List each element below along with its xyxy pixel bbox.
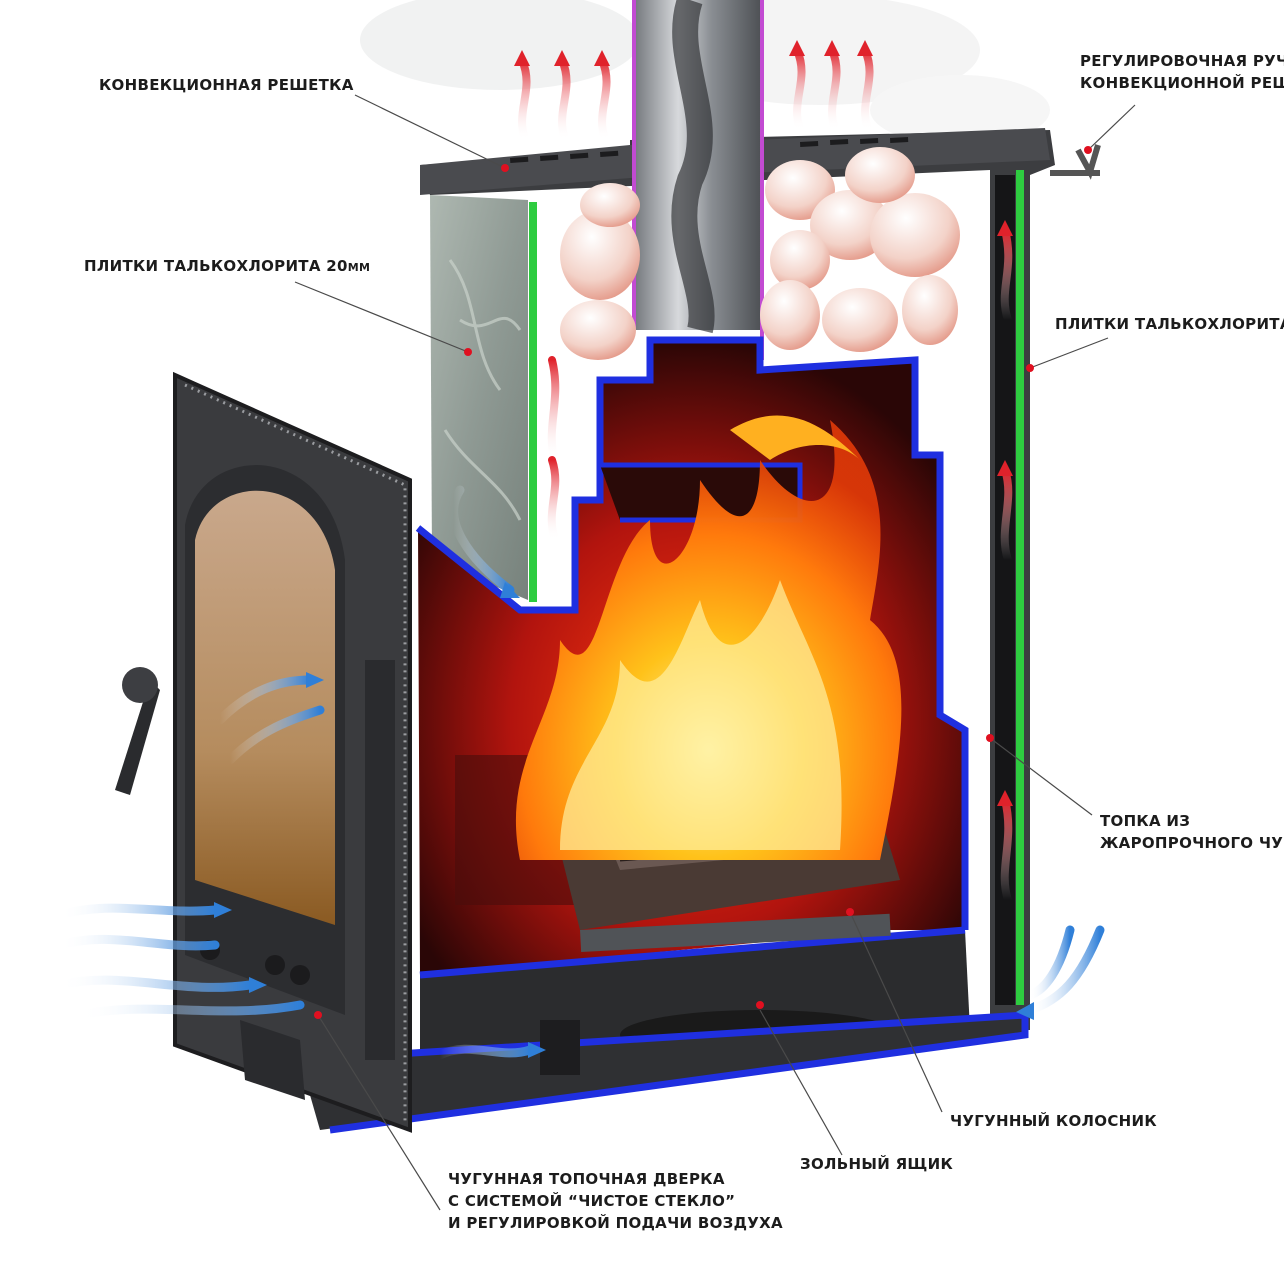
talc-tile-slab-left [430, 195, 528, 600]
label-talc-tiles-left: ПЛИТКИ ТАЛЬКОХЛОРИТА 20ММ [84, 255, 370, 279]
leader-lines [294, 94, 1136, 1211]
grate-and-ashbox [299, 913, 1029, 1134]
firebox-door [115, 371, 412, 1133]
label-door-line2: С СИСТЕМОЙ “ЧИСТОЕ СТЕКЛО” [448, 1192, 736, 1210]
chimney-pipe [632, 0, 764, 360]
label-firebox: ТОПКА ИЗ ЖАРОПРОЧНОГО ЧУГУНА [1100, 810, 1284, 854]
leader-markers [314, 146, 1092, 1019]
talc-edge-right [1016, 170, 1024, 1005]
label-convection-grille: КОНВЕКЦИОННАЯ РЕШЕТКА [99, 74, 354, 96]
label-door-line1: ЧУГУННАЯ ТОПОЧНАЯ ДВЕРКА [448, 1170, 725, 1188]
label-convection-grille-text: КОНВЕКЦИОННАЯ РЕШЕТКА [99, 76, 354, 94]
label-ash-box-text: ЗОЛЬНЫЙ ЯЩИК [800, 1155, 954, 1173]
label-firebox-line2: ЖАРОПРОЧНОГО ЧУГУНА [1100, 834, 1284, 852]
sauna-stones [560, 147, 960, 360]
label-ash-box: ЗОЛЬНЫЙ ЯЩИК [800, 1153, 953, 1175]
talc-edge-left [529, 202, 537, 602]
label-adjust-handle-line1: РЕГУЛИРОВОЧНАЯ РУЧКА [1080, 52, 1284, 70]
convection-grille-slots [510, 137, 909, 163]
door-hinge [365, 660, 395, 1060]
label-grate-text: ЧУГУННЫЙ КОЛОСНИК [950, 1112, 1157, 1130]
label-firebox-line1: ТОПКА ИЗ [1100, 812, 1191, 830]
door-glass [195, 490, 335, 925]
label-talc-tiles-left-unit: ММ [347, 261, 371, 274]
label-door: ЧУГУННАЯ ТОПОЧНАЯ ДВЕРКА С СИСТЕМОЙ “ЧИС… [448, 1168, 783, 1234]
label-adjust-handle-line2: КОНВЕКЦИОННОЙ РЕШЕТКИ [1080, 74, 1284, 92]
hot-arrowheads [514, 40, 1013, 806]
regulating-handle-icon [1050, 144, 1101, 180]
fire-icon [515, 415, 902, 860]
cold-air-arrow-icon [55, 485, 1105, 1060]
door-handle-icon [115, 680, 160, 795]
cast-iron-grate [580, 913, 891, 952]
hot-air-arrow-icon [518, 46, 1013, 904]
cold-arrowheads [214, 582, 1034, 1058]
label-talc-tiles-right-text: ПЛИТКИ ТАЛЬКОХЛОРИТА [1055, 315, 1284, 333]
label-talc-tiles-right: ПЛИТКИ ТАЛЬКОХЛОРИТА [1055, 313, 1284, 335]
label-grate: ЧУГУННЫЙ КОЛОСНИК [950, 1110, 1157, 1132]
label-adjust-handle: РЕГУЛИРОВОЧНАЯ РУЧКА КОНВЕКЦИОННОЙ РЕШЕТ… [1080, 50, 1284, 94]
label-door-line3: И РЕГУЛИРОВКОЙ ПОДАЧИ ВОЗДУХА [448, 1214, 783, 1232]
label-talc-tiles-left-text: ПЛИТКИ ТАЛЬКОХЛОРИТА 20 [84, 257, 348, 275]
